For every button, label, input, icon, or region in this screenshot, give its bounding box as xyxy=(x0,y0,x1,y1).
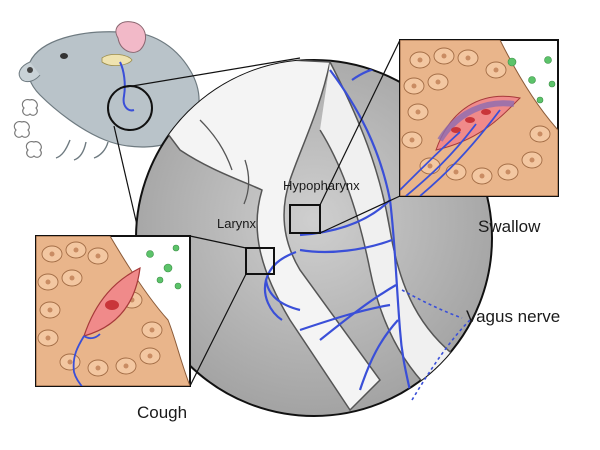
cough-inset xyxy=(35,235,191,387)
swallow-inset xyxy=(399,39,559,197)
cough-puffs xyxy=(13,99,42,158)
mouse-illustration xyxy=(18,21,200,161)
connector-cough-bottom xyxy=(189,273,247,387)
label-cough: Cough xyxy=(137,403,187,422)
label-vagus-nerve: Vagus nerve xyxy=(466,307,560,326)
zoom-line-top xyxy=(119,57,301,89)
label-swallow: Swallow xyxy=(478,217,541,236)
connector-swallow-bottom xyxy=(319,195,401,234)
connector-cough-top xyxy=(189,235,247,249)
connector-swallow-top xyxy=(319,39,401,206)
hypopharynx-box xyxy=(289,204,321,234)
label-larynx: Larynx xyxy=(217,216,257,231)
zoom-line-bottom xyxy=(113,125,141,239)
larynx-box xyxy=(245,247,275,275)
label-hypopharynx: Hypopharynx xyxy=(283,178,360,193)
vagus-pointer xyxy=(401,289,463,319)
